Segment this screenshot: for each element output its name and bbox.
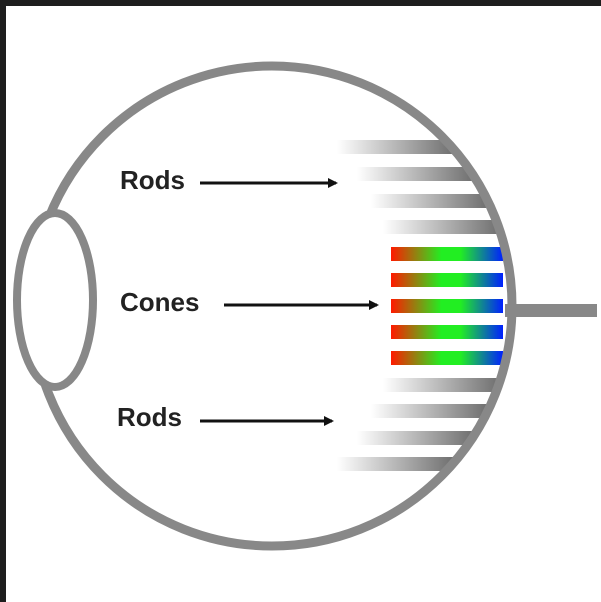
optic-nerve: [505, 304, 597, 317]
cone: [391, 273, 503, 287]
cone: [391, 299, 503, 313]
rod: [337, 457, 512, 471]
cone: [391, 325, 503, 339]
rod: [383, 220, 512, 234]
cone: [391, 247, 503, 261]
cones-label: Cones: [120, 287, 199, 317]
rod: [357, 167, 512, 181]
eye-diagram: Rods Cones Rods: [13, 61, 597, 551]
retina-cells: [337, 140, 512, 471]
diagram-canvas: Rods Cones Rods: [6, 6, 601, 602]
cones-group: [391, 247, 503, 365]
rod: [371, 404, 512, 418]
rods-bottom-label: Rods: [117, 402, 182, 432]
rod: [357, 431, 512, 445]
rod: [371, 194, 512, 208]
rod: [337, 140, 512, 154]
rods-top-label: Rods: [120, 165, 185, 195]
cone: [391, 351, 503, 365]
rod: [383, 378, 512, 392]
lens: [13, 209, 97, 391]
